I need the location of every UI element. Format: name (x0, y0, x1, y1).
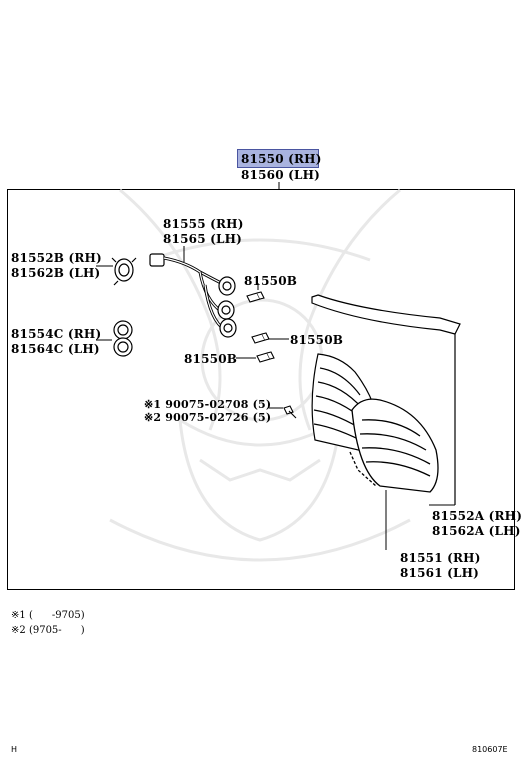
note-1-mark: ※1 (11, 610, 26, 621)
screw-drawing (283, 405, 297, 419)
screw-label-2[interactable]: ※2 90075-02726 (5) (144, 411, 272, 424)
note-1-text: ( -9705) (28, 610, 85, 621)
packing-b-label-lh[interactable]: 81562B (LH) (11, 266, 101, 280)
lens-label-rh[interactable]: 81551 (RH) (400, 551, 481, 565)
packing-c-label-rh[interactable]: 81554C (RH) (11, 327, 102, 341)
footer-left-code: H (11, 745, 18, 754)
note-2: ※2 (9705- ) (11, 624, 85, 637)
lens-drawing (349, 398, 439, 493)
bulb-label-lower[interactable]: 81550B (184, 352, 238, 366)
note-2-mark: ※2 (11, 625, 26, 636)
lens-label-lh[interactable]: 81561 (LH) (400, 566, 480, 580)
bulb-label-top[interactable]: 81550B (244, 274, 298, 288)
gasket-label-rh[interactable]: 81552A (RH) (432, 509, 523, 523)
main-part-number-lh[interactable]: 81560 (LH) (241, 168, 321, 182)
gasket-drawing (311, 294, 461, 505)
watermark-emblem (109, 188, 411, 562)
socket-wire-drawing (149, 253, 237, 338)
bulb-label-middle[interactable]: 81550B (290, 333, 344, 347)
socket-wire-label-rh[interactable]: 81555 (RH) (163, 217, 244, 231)
packing-b-label-rh[interactable]: 81552B (RH) (11, 251, 102, 265)
main-part-number-rh[interactable]: 81550 (RH) (241, 152, 322, 166)
gasket-label-lh[interactable]: 81562A (LH) (432, 524, 521, 538)
packing-b-drawing (111, 257, 137, 286)
bulb-drawings (246, 291, 275, 363)
diagram-frame (7, 189, 515, 590)
packing-c-drawing (113, 320, 133, 357)
main-part-highlight (237, 149, 319, 168)
footer-right-code: 810607E (472, 745, 508, 754)
note-1: ※1 ( -9705) (11, 609, 85, 622)
note-2-text: (9705- ) (28, 625, 85, 636)
packing-c-label-lh[interactable]: 81564C (LH) (11, 342, 100, 356)
screw-label-1[interactable]: ※1 90075-02708 (5) (144, 398, 272, 411)
socket-wire-label-lh[interactable]: 81565 (LH) (163, 232, 243, 246)
